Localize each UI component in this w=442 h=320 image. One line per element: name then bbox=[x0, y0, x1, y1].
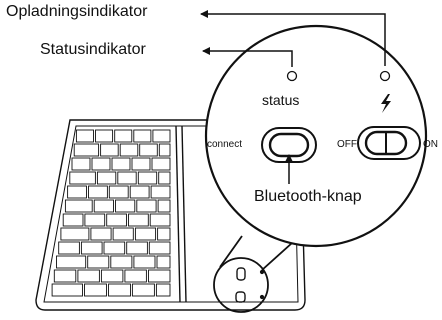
keyboard-key bbox=[137, 171, 158, 185]
keyboard-key bbox=[110, 255, 133, 269]
keyboard-key bbox=[106, 213, 127, 227]
connect-label: connect bbox=[207, 139, 243, 150]
keyboard-key bbox=[108, 283, 131, 297]
bluetooth-button-label: Bluetooth-knap bbox=[254, 188, 362, 205]
keyboard-keys bbox=[51, 129, 171, 297]
keyboard-key bbox=[62, 213, 84, 227]
keyboard-key bbox=[84, 213, 106, 227]
device-led-bottom bbox=[259, 294, 265, 300]
status-led-label: status bbox=[262, 92, 300, 108]
keyboard-key bbox=[84, 283, 107, 297]
connect-button-inner bbox=[268, 132, 310, 158]
keyboard-key bbox=[139, 143, 158, 157]
keyboard-key bbox=[129, 185, 150, 199]
keyboard-key bbox=[67, 185, 87, 199]
status-led-icon bbox=[286, 70, 298, 82]
keyboard-key bbox=[151, 157, 171, 171]
keyboard-key bbox=[103, 241, 126, 255]
keyboard-key bbox=[80, 241, 103, 255]
keyboard-key bbox=[131, 283, 155, 297]
keyboard-key bbox=[150, 185, 171, 199]
keyboard-key bbox=[126, 241, 148, 255]
keyboard-key bbox=[95, 129, 114, 143]
lightning-bolt-icon bbox=[381, 94, 391, 113]
keyboard-key bbox=[53, 269, 77, 283]
keyboard-key bbox=[108, 185, 129, 199]
keyboard-key bbox=[115, 199, 136, 213]
keyboard-key bbox=[136, 199, 157, 213]
keyboard-key bbox=[75, 129, 94, 143]
charge-indicator-arrow bbox=[200, 10, 386, 66]
keyboard-key bbox=[56, 255, 87, 269]
keyboard-key bbox=[155, 283, 171, 297]
keyboard-key bbox=[114, 129, 133, 143]
zoom-circle bbox=[204, 24, 428, 248]
keyboard-key bbox=[131, 157, 151, 171]
keyboard-key bbox=[91, 157, 111, 171]
keyboard-key bbox=[64, 199, 93, 213]
device-led-top bbox=[259, 269, 265, 275]
keyboard-key bbox=[157, 227, 171, 241]
keyboard-key bbox=[128, 213, 149, 227]
keyboard-key bbox=[100, 269, 124, 283]
switch-off-label: OFF bbox=[337, 139, 357, 150]
keyboard-key bbox=[88, 185, 108, 199]
keyboard-key bbox=[100, 143, 119, 157]
zoom-connector-left bbox=[219, 235, 243, 268]
keyboard-key bbox=[158, 143, 171, 157]
keyboard-key bbox=[134, 227, 157, 241]
keyboard-key bbox=[149, 213, 171, 227]
keyboard-key bbox=[117, 171, 137, 185]
keyboard-key bbox=[58, 241, 80, 255]
keyboard-key bbox=[148, 269, 171, 283]
keyboard-key bbox=[51, 283, 83, 297]
keyboard-key bbox=[87, 255, 110, 269]
keyboard-key bbox=[133, 255, 156, 269]
keyboard-key bbox=[124, 269, 147, 283]
keyboard-key bbox=[158, 171, 171, 185]
keyboard-key bbox=[119, 143, 139, 157]
keyboard-key bbox=[77, 269, 100, 283]
keyboard-key bbox=[69, 171, 96, 185]
keyboard-key bbox=[148, 241, 171, 255]
keyboard-key bbox=[157, 199, 171, 213]
keyboard-key bbox=[71, 157, 91, 171]
zoom-connector-right bbox=[261, 242, 293, 271]
keyboard-key bbox=[93, 199, 114, 213]
keyboard-key bbox=[60, 227, 90, 241]
keyboard-key bbox=[152, 129, 171, 143]
charge-led-icon bbox=[379, 70, 391, 82]
zoom-source-circle bbox=[213, 257, 269, 313]
keyboard-key bbox=[133, 129, 152, 143]
keyboard-key bbox=[156, 255, 171, 269]
charge-indicator-label: Opladningsindikator bbox=[6, 3, 148, 20]
keyboard-key bbox=[90, 227, 112, 241]
keyboard-key bbox=[111, 157, 131, 171]
status-indicator-label: Statusindikator bbox=[40, 41, 146, 58]
callout-arrows bbox=[200, 10, 386, 184]
keyboard-key bbox=[73, 143, 100, 157]
keyboard-key bbox=[112, 227, 134, 241]
status-indicator-arrow bbox=[202, 47, 293, 67]
switch-on-label: ON bbox=[423, 139, 438, 150]
keyboard-key bbox=[96, 171, 117, 185]
